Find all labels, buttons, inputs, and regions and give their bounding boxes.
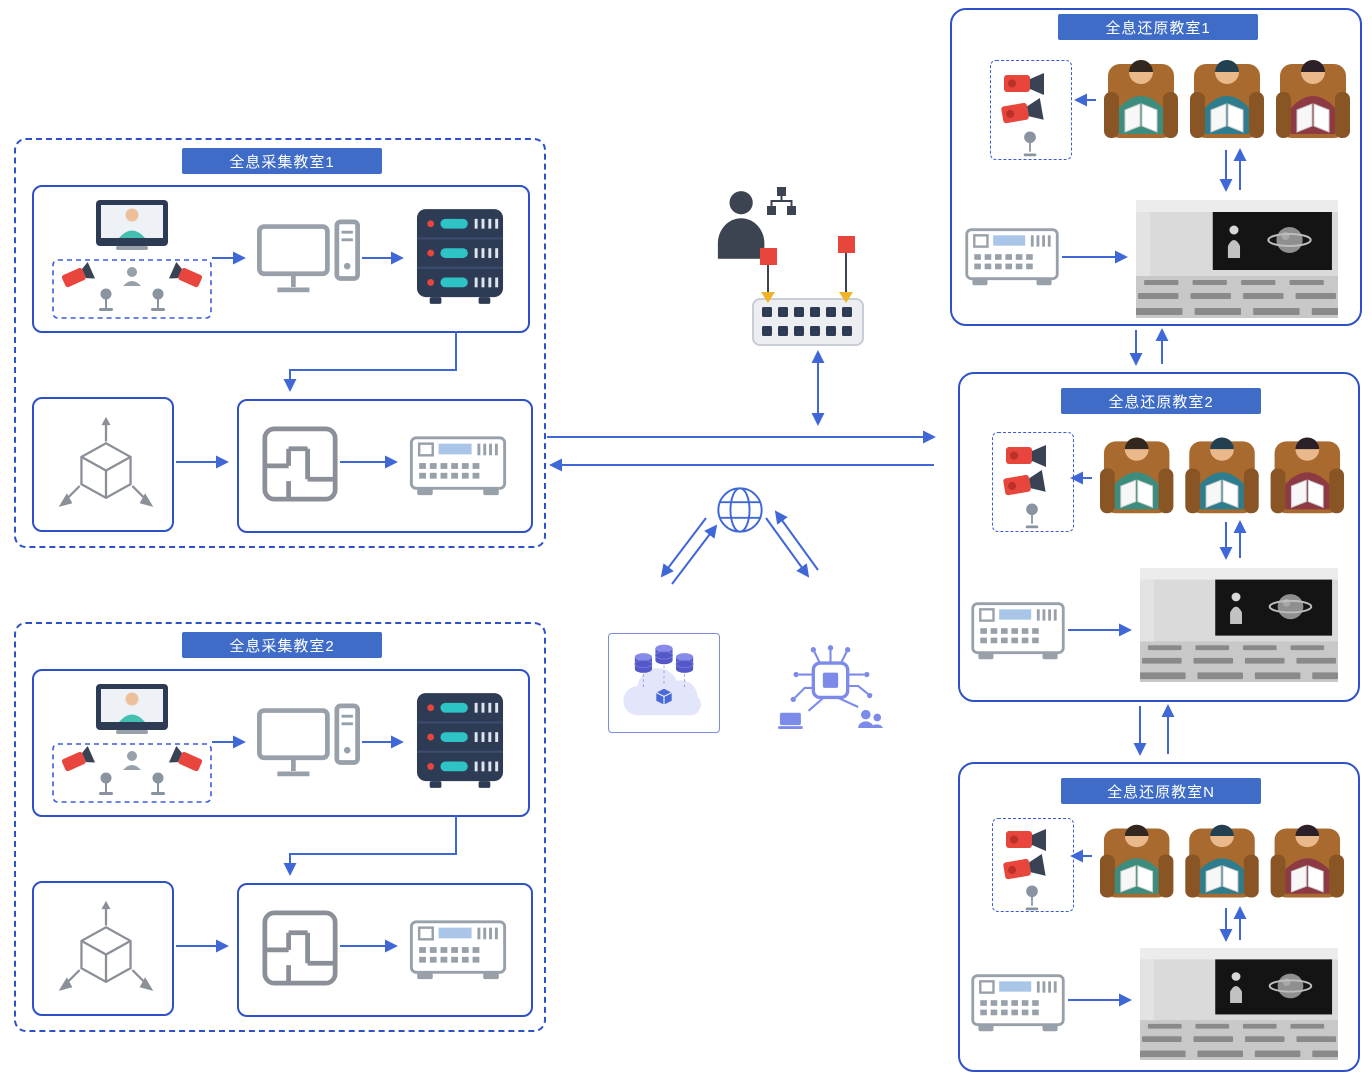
students-reading-image xyxy=(1102,42,1352,145)
ai-chip-icon xyxy=(778,636,883,736)
video-camera-icon xyxy=(1001,467,1051,501)
collect-room-2-title: 全息采集教室2 xyxy=(182,632,382,658)
collect-room-1: 全息采集教室1 xyxy=(14,138,546,548)
capture-panel-2 xyxy=(32,669,530,817)
restore-room-2: 全息还原教室2 xyxy=(958,372,1360,702)
students-reading-image xyxy=(1098,420,1346,520)
cloud-database-icon xyxy=(616,639,712,723)
collect-room-2: 全息采集教室2 xyxy=(14,622,546,1032)
restore-room-n-title: 全息还原教室N xyxy=(1061,778,1261,804)
floorplan-icon xyxy=(262,426,338,502)
server-rack-icon xyxy=(416,208,504,306)
hologram-classroom-image xyxy=(1136,200,1338,318)
cube-3d-axes-icon xyxy=(56,900,156,1000)
server-rack-icon xyxy=(416,692,504,790)
students-reading-image xyxy=(1098,808,1346,904)
video-camera-icon xyxy=(1001,851,1051,885)
decoder-device-icon xyxy=(970,970,1066,1036)
microphone-icon xyxy=(1021,131,1039,158)
encoder-device-icon xyxy=(408,916,508,984)
desktop-computer-icon xyxy=(256,703,361,788)
model-panel-1 xyxy=(32,397,174,532)
restore-room-2-title: 全息还原教室2 xyxy=(1061,388,1261,414)
network-tree-icon xyxy=(766,186,796,216)
process-panel-2 xyxy=(237,883,533,1017)
capture-panel-1 xyxy=(32,185,530,333)
restore-room-1: 全息还原教室1 xyxy=(950,8,1362,326)
camera-array-box xyxy=(990,60,1072,160)
encoder-device-icon xyxy=(408,432,508,500)
decoder-device-icon xyxy=(964,224,1060,290)
capture-stage-icon xyxy=(52,200,212,322)
cloud-database-panel xyxy=(608,633,720,733)
microphone-icon xyxy=(1023,503,1041,530)
microphone-icon xyxy=(1023,885,1041,912)
restore-room-1-title: 全息还原教室1 xyxy=(1058,14,1258,40)
desktop-computer-icon xyxy=(256,219,361,304)
camera-array-box xyxy=(992,432,1074,532)
video-camera-icon xyxy=(1005,443,1051,469)
floorplan-icon xyxy=(262,910,338,986)
video-camera-icon xyxy=(999,95,1049,129)
restore-room-n: 全息还原教室N xyxy=(958,762,1360,1072)
capture-stage-icon xyxy=(52,684,212,806)
video-camera-icon xyxy=(1003,71,1049,97)
globe-icon xyxy=(714,484,766,536)
model-panel-2 xyxy=(32,881,174,1016)
alert-node-icon xyxy=(838,236,855,253)
hologram-classroom-image xyxy=(1140,948,1338,1060)
hologram-classroom-image xyxy=(1140,568,1338,682)
process-panel-1 xyxy=(237,399,533,533)
decoder-device-icon xyxy=(970,598,1066,664)
camera-array-box xyxy=(992,818,1074,912)
video-camera-icon xyxy=(1005,827,1051,853)
collect-room-1-title: 全息采集教室1 xyxy=(182,148,382,174)
network-switch-icon xyxy=(752,298,864,346)
cube-3d-axes-icon xyxy=(56,416,156,516)
